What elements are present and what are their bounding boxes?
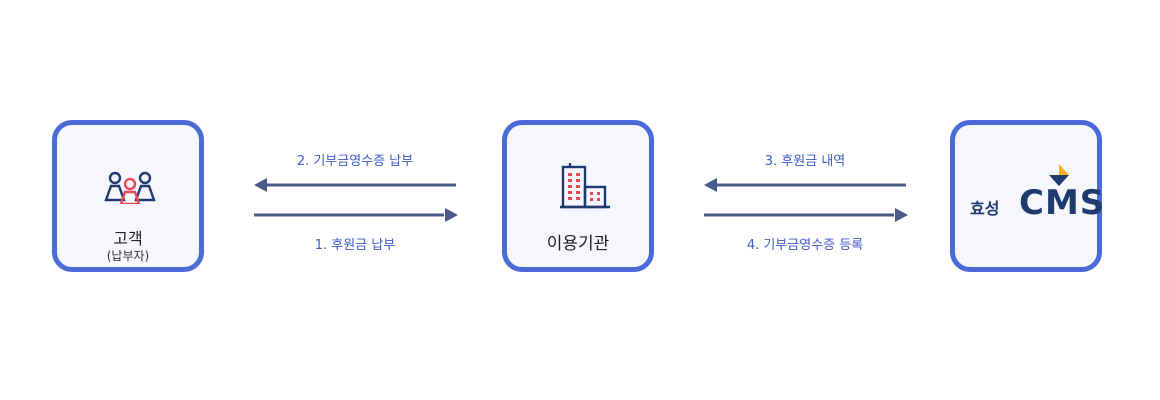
organization-box: 이용기관: [502, 120, 654, 272]
flow-label-step4: 4. 기부금영수증 등록: [746, 238, 864, 253]
logo-diamond-icon: [1049, 164, 1069, 186]
logo-prefix: 효성: [970, 199, 1000, 218]
customer-sublabel: (납부자): [106, 249, 150, 263]
customer-box: 고객 (납부자): [52, 120, 204, 272]
arrow-right-step1: [254, 208, 458, 222]
flow-label-step3: 3. 후원금 내역: [764, 154, 846, 169]
arrow-left-step3: [704, 178, 906, 192]
logo-word: CMS: [1019, 183, 1106, 223]
building-icon: [560, 163, 610, 209]
customer-label: 고객: [113, 229, 143, 248]
cms-box: 효성 CMS: [950, 120, 1104, 272]
flow-label-step1: 1. 후원금 납부: [314, 238, 396, 253]
people-icon: [104, 171, 156, 204]
hyosung-cms-logo: 효성 CMS: [965, 161, 1104, 223]
arrow-right-step4: [704, 208, 908, 222]
flow-label-step2: 2. 기부금영수증 납부: [296, 154, 414, 169]
arrow-left-step2: [254, 178, 456, 192]
organization-label: 이용기관: [546, 234, 610, 254]
